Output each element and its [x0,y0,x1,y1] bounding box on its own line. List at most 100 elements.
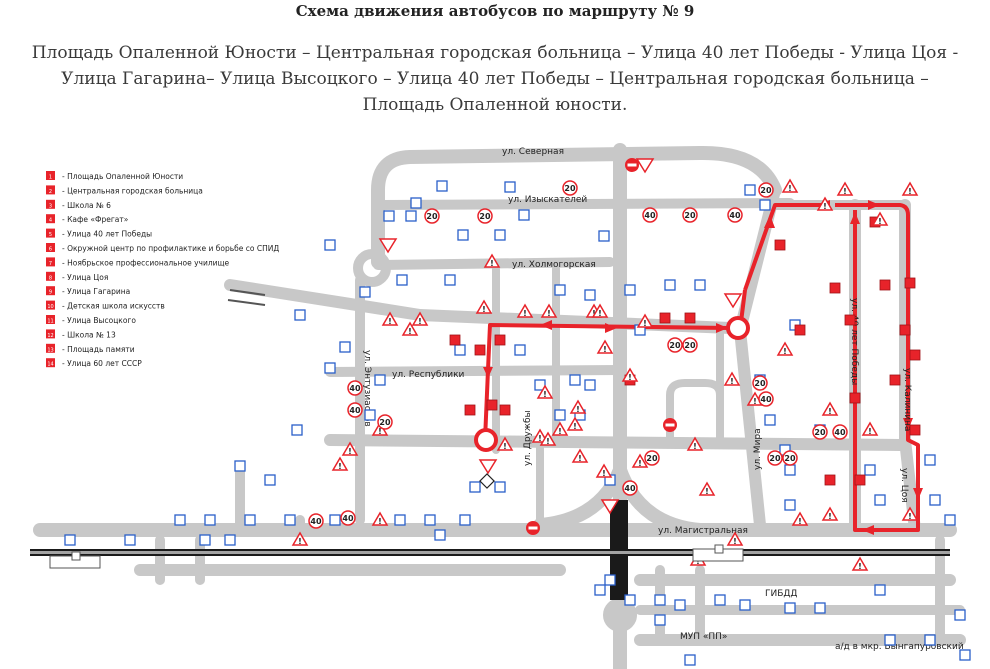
warning-sign-icon [571,448,589,463]
warning-sign-text: ! [418,317,422,326]
legend-label: - Площадь памяти [62,345,135,354]
warning-sign-icon [686,436,704,451]
bus-stop-red-icon [474,344,486,356]
bus-stop-red-icon [499,404,511,416]
speed-limit-text: 20 [760,186,772,195]
legend-item: 1- Площадь Опаленной Юности [46,171,183,181]
warning-sign-text: ! [547,309,551,318]
label-kalinina: ул. Калинина [902,368,912,431]
bus-stop-blue-icon [244,514,256,526]
warning-sign-icon [483,253,501,268]
bus-stop-blue-icon [457,229,469,241]
map-title: Схема движения автобусов по маршруту № 9 [295,2,695,20]
bus-stop-blue-icon [684,654,696,666]
warning-sign-text: ! [603,345,607,354]
road-signs: !!!!!!!!!!!!!!!!!!!!!!!!!!!!!!!!!!!!!!!!… [49,158,971,666]
bus-stop-blue-icon [359,286,371,298]
bus-stop-red-icon [849,392,861,404]
speed-limit-sign-icon [767,450,783,466]
bus-stop-blue-icon [264,474,276,486]
legend-label: - Улица 60 лет СССР [62,359,142,368]
bus-stop-red-icon [449,334,461,346]
speed-limit-text: 20 [669,341,681,350]
legend-item: 2- Центральная городская больница [46,185,203,195]
road-izyskateley [373,198,795,210]
route-description: Площадь Опаленной Юности – Центральная г… [31,43,959,115]
label-kholmogorskaya: ул. Холмогорская [512,260,596,270]
warning-sign-icon [636,313,654,328]
legend-label: - Школа № 6 [62,201,111,210]
warning-sign-text: ! [408,327,412,336]
warning-sign-text: ! [798,517,802,526]
bus-stop-blue-icon [624,594,636,606]
legend-code: 14 [47,362,53,368]
train-station-icon-tile [71,551,81,561]
bus-stop-blue-icon [518,209,530,221]
bus-stop-blue-icon [764,414,776,426]
legend-item: 7 - Ноябрьское профессиональное училище [46,257,230,267]
speed-limit-sign-icon [832,424,848,440]
bus-stop-blue-icon [664,279,676,291]
bus-stop-red-icon [854,474,866,486]
warning-sign-icon [536,384,554,399]
bus-stop-blue-icon [204,514,216,526]
yield-sign-icon [723,293,743,309]
speed-limit-text: 20 [684,211,696,220]
bus-stop-blue-icon [944,514,956,526]
legend-code: 9 [49,290,52,296]
legend-item: 10- Детская школа искусств [46,300,165,311]
warning-sign-icon [516,303,534,318]
speed-limit-text: 20 [479,212,491,221]
bus-stop-red-icon [659,312,671,324]
bus-stop-blue-icon [284,514,296,526]
warning-sign-text: ! [338,462,342,471]
warning-sign-icon [726,531,744,546]
road-severnaya [371,145,782,269]
yield-sign-icon [378,238,398,254]
warning-sign-text: ! [788,184,792,193]
legend-code: 5 [49,232,52,238]
speed-limit-text: 20 [379,418,391,427]
speed-limit-text: 20 [426,212,438,221]
bus-stop-blue-icon [514,344,526,356]
speed-limit-sign-icon [812,424,828,440]
legend-label: - Ноябрьское профессиональное училище [62,258,230,267]
bus-stop-blue-icon [584,379,596,391]
label-magistralnaya: ул. Магистральная [658,526,748,536]
warning-sign-text: ! [823,202,827,211]
bus-stop-blue-icon [584,289,596,301]
legend-code: 10 [47,304,53,310]
warning-sign-icon [901,506,919,521]
warning-sign-text: ! [828,407,832,416]
warning-sign-text: ! [643,319,647,328]
warning-sign-icon [901,181,919,196]
warning-sign-text: ! [378,427,382,436]
legend-label: - Площадь Опаленной Юности [62,172,183,181]
warning-sign-text: ! [543,390,547,399]
warning-sign-icon [551,421,569,436]
speed-limit-text: 40 [624,484,636,493]
road-exit-west-2 [227,299,266,306]
warning-sign-icon [539,431,557,446]
bus-stop-blue-icon [694,279,706,291]
warning-sign-icon [631,453,649,468]
bus-stop-icon [46,286,55,296]
bus-stop-blue-icon [874,584,886,596]
bus-stop-blue-icon [624,284,636,296]
bus-stop-blue-icon [924,454,936,466]
bus-stop-blue-icon [814,602,826,614]
bus-stop-blue-icon [405,210,417,222]
warning-sign-icon [566,416,584,431]
bus-stop-blue-icon [494,481,506,493]
speed-limit-text: 40 [342,514,354,523]
bus-stop-red-icon [464,404,476,416]
bus-stop-blue-icon [784,499,796,511]
legend-label: - Улица Высоцкого [62,316,136,325]
legend-code: 7 [49,261,52,267]
warning-sign-text: ! [523,309,527,318]
speed-limit-sign-icon [727,207,743,223]
bus-stop-blue-icon [744,184,756,196]
legend-code: 3 [49,203,52,209]
bus-stop-blue-icon [469,481,481,493]
